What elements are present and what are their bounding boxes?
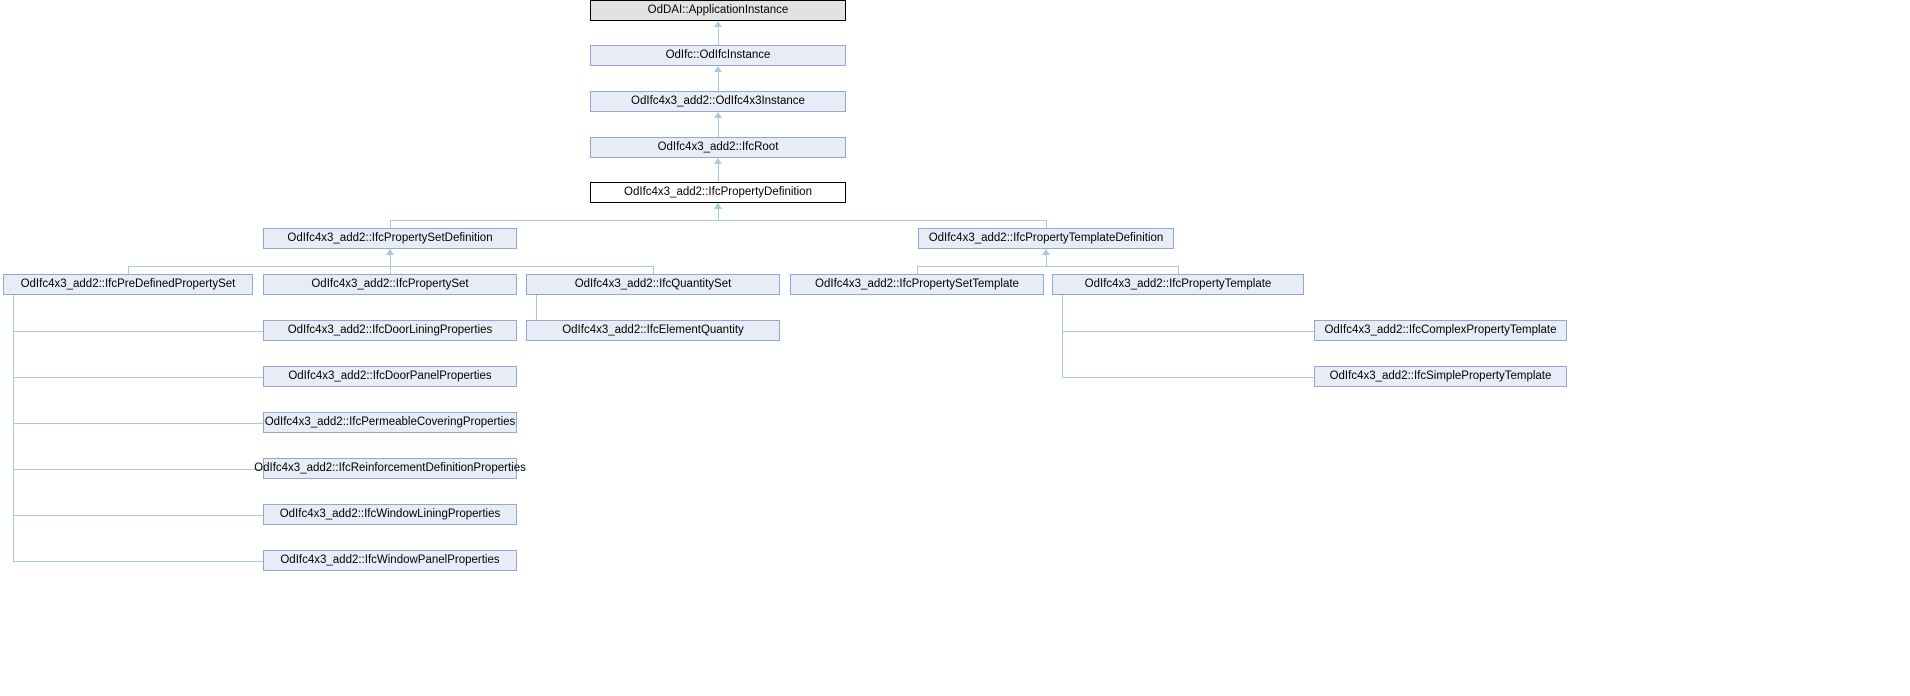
inheritance-edge — [13, 515, 263, 516]
inheritance-arrowhead — [386, 249, 394, 255]
inheritance-edge — [917, 266, 918, 274]
inheritance-edge — [718, 209, 719, 220]
inheritance-edge — [1062, 295, 1063, 377]
inheritance-arrowhead — [714, 158, 722, 164]
class-node[interactable]: OdIfc4x3_add2::IfcPropertySet — [263, 274, 517, 295]
inheritance-edge — [1046, 220, 1047, 228]
inheritance-edge — [718, 220, 1046, 221]
inheritance-arrowhead — [1042, 249, 1050, 255]
class-node[interactable]: OdIfc4x3_add2::IfcPreDefinedPropertySet — [3, 274, 253, 295]
inheritance-edge — [1178, 266, 1179, 274]
class-node[interactable]: OdIfc4x3_add2::IfcWindowPanelProperties — [263, 550, 517, 571]
class-node[interactable]: OdIfc4x3_add2::IfcReinforcementDefinitio… — [254, 458, 526, 479]
inheritance-edge — [390, 220, 391, 228]
class-node[interactable]: OdIfc4x3_add2::IfcPropertyTemplate — [1052, 274, 1304, 295]
inheritance-arrowhead — [714, 203, 722, 209]
class-node[interactable]: OdIfc4x3_add2::IfcWindowLiningProperties — [263, 504, 517, 525]
inheritance-arrowhead — [714, 112, 722, 118]
class-node[interactable]: OdIfc4x3_add2::IfcSimplePropertyTemplate — [1314, 366, 1567, 387]
inheritance-edge — [13, 331, 263, 332]
inheritance-edge — [390, 220, 718, 221]
inheritance-arrowhead — [714, 21, 722, 27]
class-node[interactable]: OdIfc4x3_add2::IfcPropertyDefinition — [590, 182, 846, 203]
class-node[interactable]: OdIfc4x3_add2::IfcQuantitySet — [526, 274, 780, 295]
inheritance-edge — [917, 266, 1046, 267]
inheritance-edge — [128, 266, 390, 267]
inheritance-edge — [13, 469, 263, 470]
class-node[interactable]: OdIfc4x3_add2::IfcPropertyTemplateDefini… — [918, 228, 1174, 249]
inheritance-edge — [1046, 266, 1178, 267]
class-node[interactable]: OdIfc::OdIfcInstance — [590, 45, 846, 66]
class-node[interactable]: OdIfc4x3_add2::IfcDoorPanelProperties — [263, 366, 517, 387]
class-node[interactable]: OdIfc4x3_add2::IfcPropertySetTemplate — [790, 274, 1044, 295]
inheritance-edge — [1046, 255, 1047, 266]
inheritance-edge — [718, 72, 719, 91]
inheritance-edge — [536, 295, 537, 331]
class-node[interactable]: OdIfc4x3_add2::OdIfc4x3Instance — [590, 91, 846, 112]
inheritance-edge — [13, 423, 263, 424]
inheritance-edge — [718, 118, 719, 137]
inheritance-edge — [390, 255, 391, 266]
inheritance-edge — [1062, 331, 1314, 332]
inheritance-edge — [13, 295, 14, 561]
inheritance-edge — [13, 561, 263, 562]
class-node[interactable]: OdIfc4x3_add2::IfcRoot — [590, 137, 846, 158]
class-node[interactable]: OdDAI::ApplicationInstance — [590, 0, 846, 21]
inheritance-arrowhead — [714, 66, 722, 72]
class-node[interactable]: OdIfc4x3_add2::IfcPermeableCoveringPrope… — [263, 412, 517, 433]
inheritance-edge — [13, 377, 263, 378]
inheritance-edge — [128, 266, 129, 274]
class-node[interactable]: OdIfc4x3_add2::IfcComplexPropertyTemplat… — [1314, 320, 1567, 341]
class-node[interactable]: OdIfc4x3_add2::IfcElementQuantity — [526, 320, 780, 341]
class-node[interactable]: OdIfc4x3_add2::IfcPropertySetDefinition — [263, 228, 517, 249]
class-node[interactable]: OdIfc4x3_add2::IfcDoorLiningProperties — [263, 320, 517, 341]
inheritance-edge — [1062, 377, 1314, 378]
inheritance-edge — [718, 164, 719, 182]
inheritance-edge — [390, 266, 653, 267]
inheritance-edge — [653, 266, 654, 274]
inheritance-edge — [718, 27, 719, 45]
